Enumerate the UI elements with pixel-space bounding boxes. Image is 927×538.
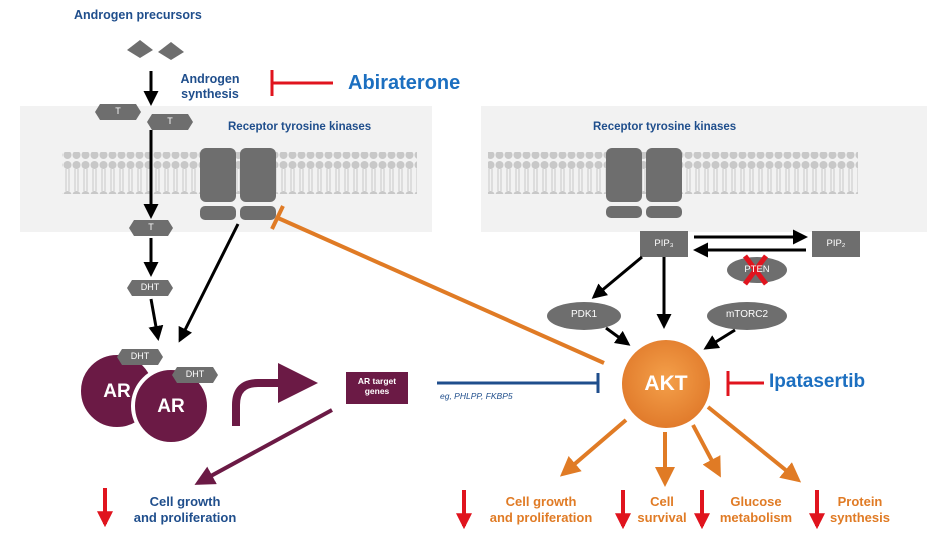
ar-label-back: AR (103, 381, 131, 402)
glucose-outcome: Glucose metabolism (719, 494, 793, 525)
protein-outcome: Protein synthesis (830, 494, 890, 525)
pip3-to-pdk1-arrow (591, 255, 643, 299)
akt-feedback-bar (270, 205, 285, 230)
akt-label: AKT (644, 372, 688, 395)
dht-hexagon (117, 349, 163, 365)
ar-label-front: AR (157, 396, 185, 417)
ar-target-genes-box (346, 372, 408, 404)
akt-feedback-line (277, 216, 605, 365)
dht-hexagon (172, 367, 218, 383)
dht-label: DHT (185, 369, 205, 379)
akt-to-growth-arrow (559, 418, 628, 477)
left-lipid-bilayer (62, 152, 417, 194)
ipatasertib-label: Ipatasertib (769, 371, 866, 392)
mtorc2-label: mTORC2 (725, 309, 769, 320)
akt-circle (618, 336, 714, 432)
transcription-arrow (232, 363, 318, 426)
mtorc2-to-akt-arrow (703, 328, 736, 350)
survival-outcome: Cell survival (637, 494, 687, 525)
left-growth-outcome: Cell growth and proliferation (133, 494, 237, 525)
right-rtk-subunit (646, 148, 682, 202)
dht-label: DHT (140, 282, 160, 292)
right-growth-outcome: Cell growth and proliferation (489, 494, 593, 525)
akt-to-protein-arrow (706, 405, 802, 483)
left-rtk-subunit (240, 148, 276, 202)
left-rtk-subunit (200, 148, 236, 202)
t-hexagon (147, 114, 193, 130)
right-rtk-base (606, 206, 642, 218)
pip3-box (640, 231, 688, 257)
pdk1-label: PDK1 (570, 309, 598, 320)
left-rtk-label: Receptor tyrosine kinases (228, 121, 372, 133)
t-label: T (148, 222, 154, 232)
abiraterone-label: Abiraterone (348, 72, 461, 94)
pip2-label: PIP₂ (826, 238, 846, 249)
ar-target-genes-label: AR target genes (357, 376, 397, 396)
target-examples-label: eg, PHLPP, FKBP5 (440, 391, 513, 401)
left-rtk-base (240, 206, 276, 220)
left-rtk-base (200, 206, 236, 220)
dht-label: DHT (130, 351, 150, 361)
t-label: T (167, 116, 173, 126)
rtk-to-ar-arrow (178, 223, 240, 343)
ar-circle-front (131, 366, 211, 446)
pdk1-to-akt-arrow (605, 326, 631, 346)
dht-hexagon (127, 280, 173, 296)
t-label: T (115, 106, 121, 116)
pten-label: PTEN (744, 264, 770, 275)
pip2-box (812, 231, 860, 257)
right-rtk-base (646, 206, 682, 218)
precursor-diamond (127, 40, 153, 58)
target-genes-to-growth-arrow (194, 408, 333, 485)
right-rtk-label: Receptor tyrosine kinases (593, 121, 737, 133)
mtorc2-ellipse (707, 302, 787, 330)
t-hexagon (129, 220, 173, 236)
pdk1-ellipse (547, 302, 621, 330)
androgen-synthesis-label: Androgen synthesis (180, 72, 240, 101)
akt-to-glucose-arrow (691, 424, 721, 478)
right-rtk-subunit (606, 148, 642, 202)
pip3-label: PIP₃ (654, 238, 674, 249)
pten-cross-icon (743, 254, 768, 286)
androgen-precursors-label: Androgen precursors (74, 8, 202, 22)
precursor-diamond (158, 42, 184, 60)
t-hexagon (95, 104, 141, 120)
dht-to-ar-arrow (148, 298, 164, 341)
